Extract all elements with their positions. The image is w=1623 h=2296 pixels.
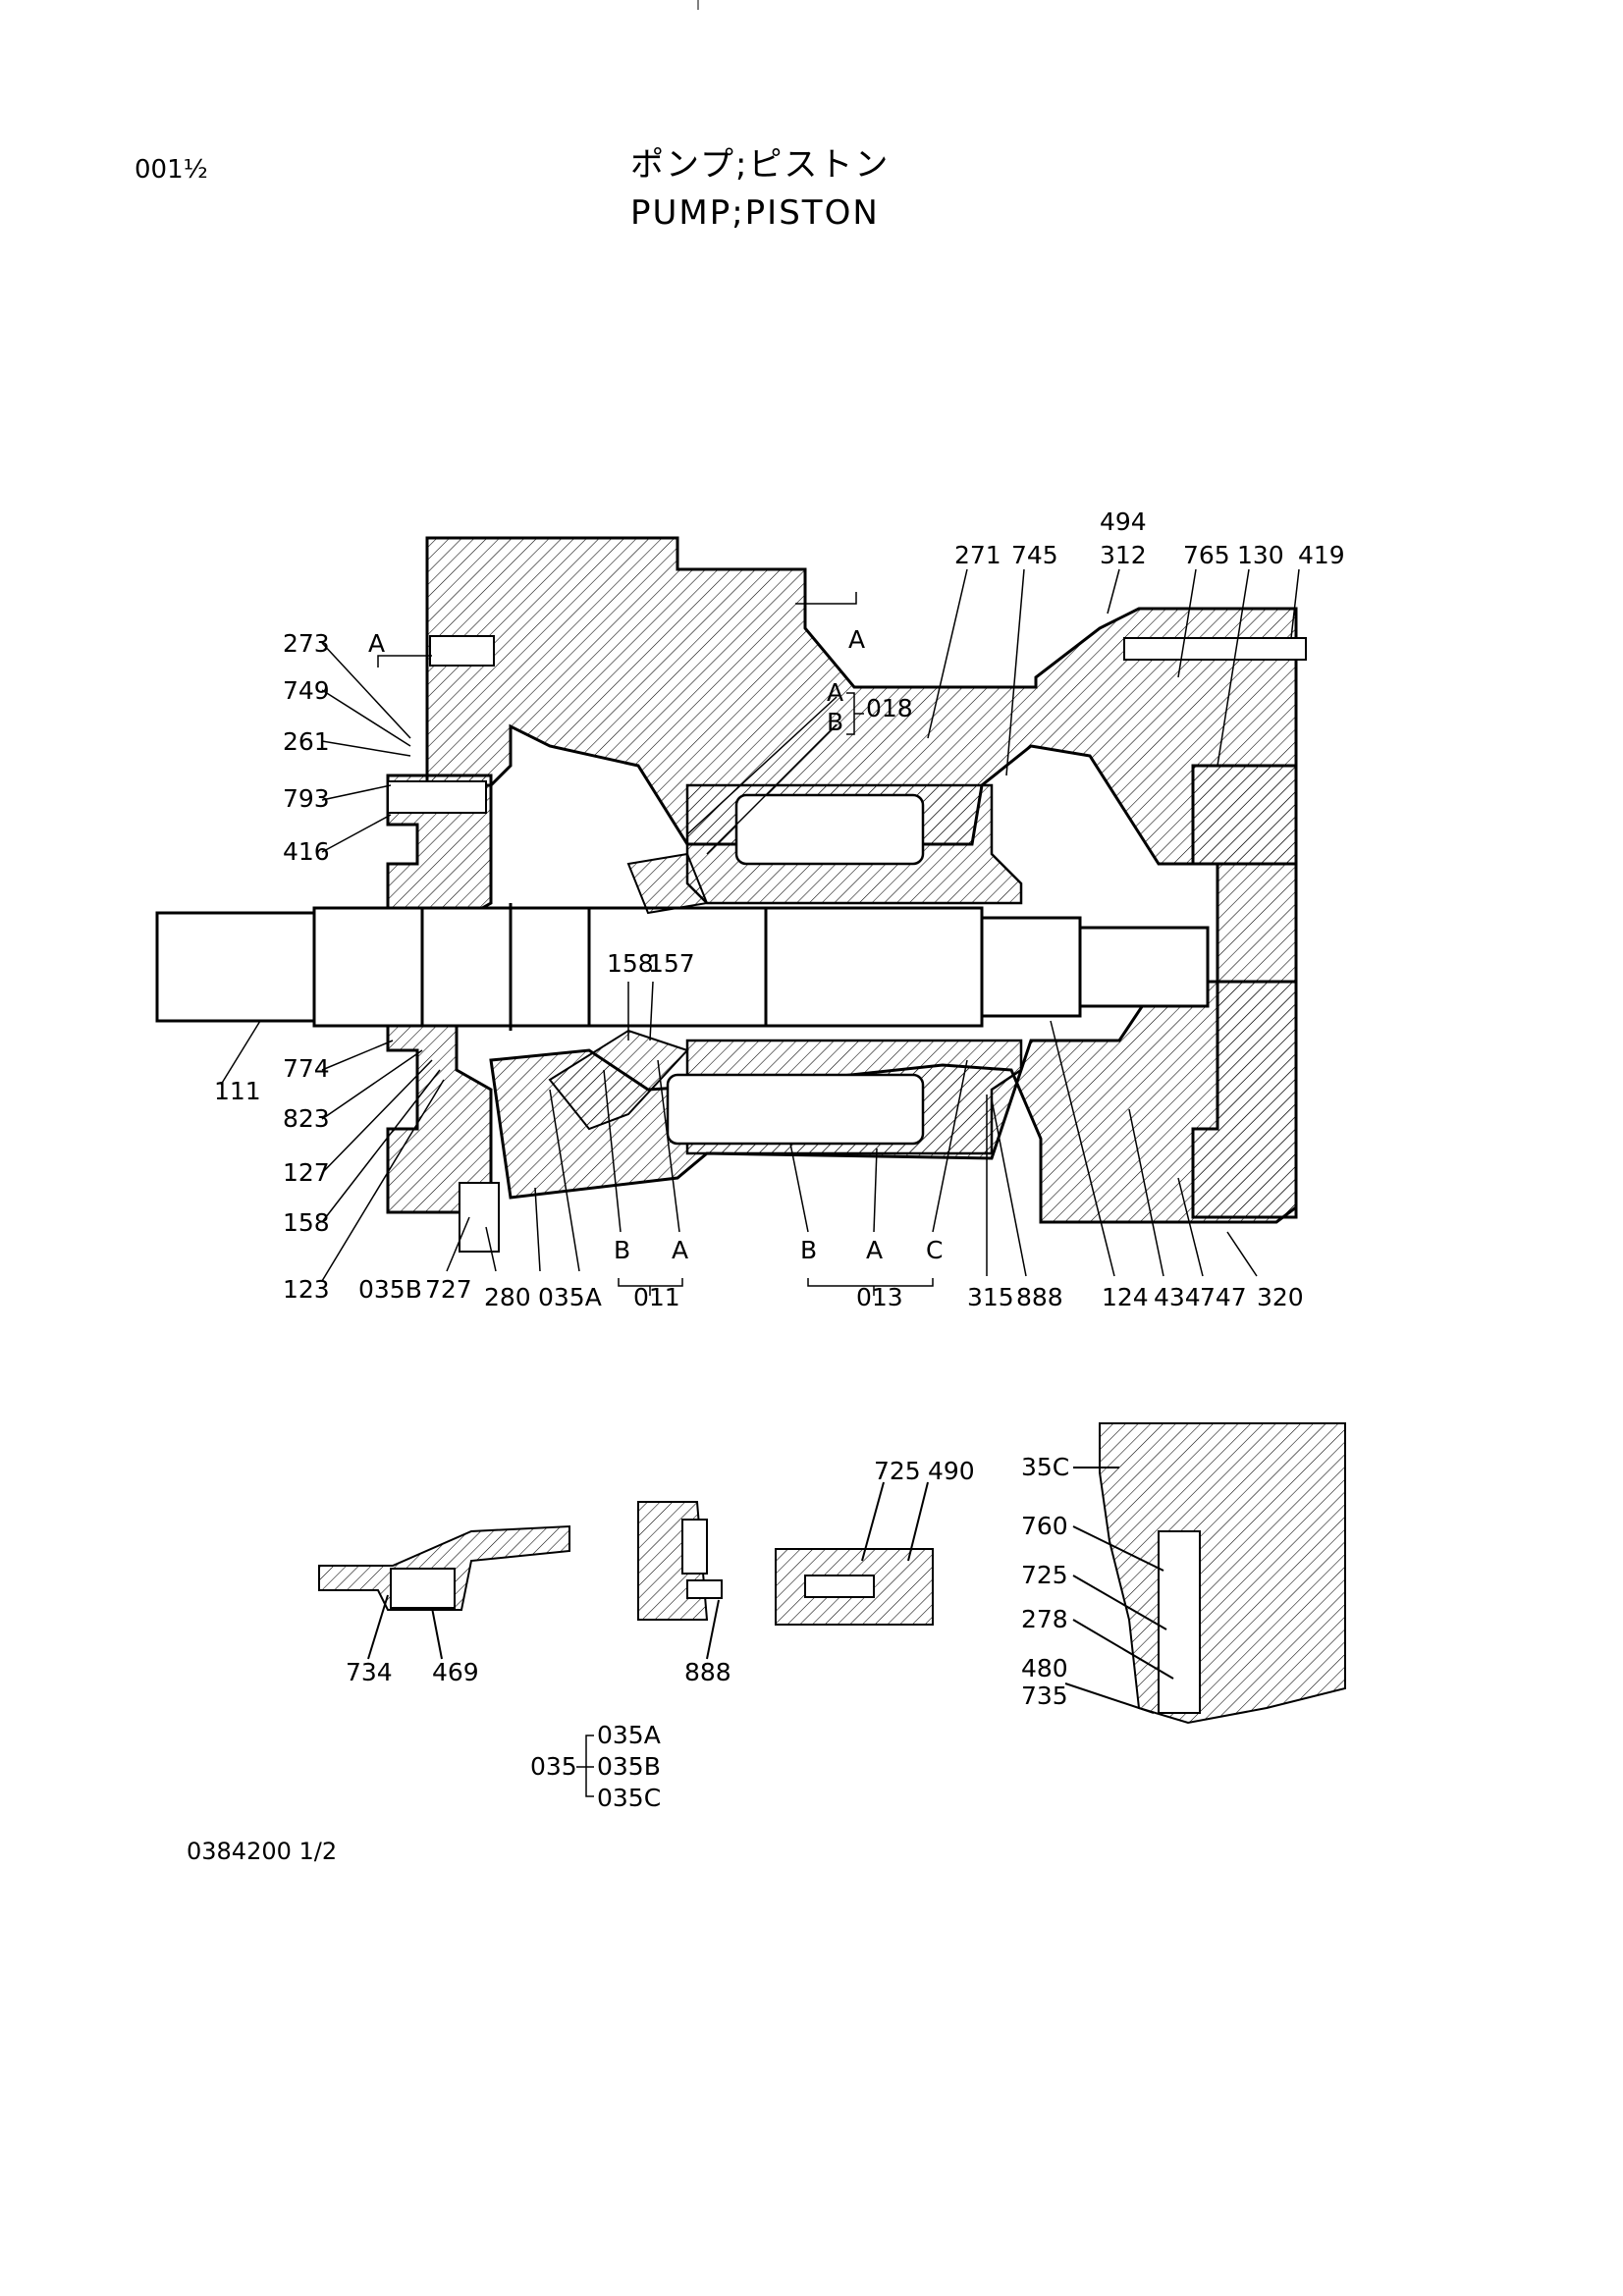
detail-725-a: 725 bbox=[874, 1457, 921, 1485]
callout-320: 320 bbox=[1257, 1283, 1304, 1311]
callout-035B: 035B bbox=[358, 1275, 422, 1304]
callout-035A: 035A bbox=[538, 1283, 602, 1311]
callout-315: 315 bbox=[967, 1283, 1014, 1311]
section-mark-a-011: A bbox=[672, 1236, 688, 1264]
detail-278: 278 bbox=[1021, 1605, 1068, 1633]
callout-745: 745 bbox=[1011, 541, 1058, 569]
callout-434: 434 bbox=[1154, 1283, 1201, 1311]
callout-130: 130 bbox=[1237, 541, 1284, 569]
page-number: 001½ bbox=[135, 155, 208, 185]
callout-261: 261 bbox=[283, 727, 330, 756]
callout-774: 774 bbox=[283, 1054, 330, 1083]
detail-725-b: 725 bbox=[1021, 1561, 1068, 1589]
drive-shaft bbox=[155, 903, 1210, 1031]
bolts bbox=[387, 635, 1307, 1253]
section-mark-a-013: A bbox=[866, 1236, 883, 1264]
callout-494: 494 bbox=[1100, 507, 1147, 536]
callout-273: 273 bbox=[283, 629, 330, 658]
detail-views bbox=[318, 1422, 1346, 1725]
section-mark-c-013: C bbox=[926, 1236, 943, 1264]
detail-735: 735 bbox=[1021, 1682, 1068, 1710]
callout-011: 011 bbox=[633, 1283, 680, 1311]
callout-823: 823 bbox=[283, 1104, 330, 1133]
section-mark-b-013: B bbox=[800, 1236, 817, 1264]
detail-760: 760 bbox=[1021, 1512, 1068, 1540]
section-mark-b-018: B bbox=[827, 708, 843, 736]
detail-35C: 35C bbox=[1021, 1453, 1069, 1481]
callout-158-inner: 158 bbox=[607, 949, 654, 978]
legend-child-035B: 035B bbox=[597, 1752, 661, 1781]
legend-parent: 035 bbox=[530, 1752, 577, 1781]
callout-127: 127 bbox=[283, 1158, 330, 1187]
title-japanese: ポンプ;ピストン bbox=[630, 145, 891, 185]
pump-housing bbox=[386, 536, 1298, 1224]
section-mark-b-011: B bbox=[614, 1236, 630, 1264]
callout-013: 013 bbox=[856, 1283, 903, 1311]
callout-271: 271 bbox=[954, 541, 1001, 569]
callout-747: 747 bbox=[1200, 1283, 1247, 1311]
callout-158: 158 bbox=[283, 1208, 330, 1237]
detail-734: 734 bbox=[346, 1658, 393, 1686]
callout-157: 157 bbox=[648, 949, 695, 978]
legend-bracket bbox=[576, 1735, 594, 1797]
callout-111: 111 bbox=[214, 1077, 261, 1105]
section-mark-a-left: A bbox=[368, 629, 385, 658]
section-mark-a-018: A bbox=[827, 678, 843, 707]
drawing-number: 0384200 1/2 bbox=[187, 1838, 338, 1865]
detail-888: 888 bbox=[684, 1658, 731, 1686]
pistons bbox=[666, 793, 925, 1146]
callout-312: 312 bbox=[1100, 541, 1147, 569]
callout-123: 123 bbox=[283, 1275, 330, 1304]
callout-018: 018 bbox=[866, 694, 913, 722]
callout-765: 765 bbox=[1183, 541, 1230, 569]
callout-888: 888 bbox=[1016, 1283, 1063, 1311]
legend-child-035C: 035C bbox=[597, 1784, 661, 1812]
callout-419: 419 bbox=[1298, 541, 1345, 569]
detail-469: 469 bbox=[432, 1658, 479, 1686]
callout-749: 749 bbox=[283, 676, 330, 705]
detail-490: 490 bbox=[928, 1457, 975, 1485]
callout-280: 280 bbox=[484, 1283, 531, 1311]
section-mark-a-right: A bbox=[848, 625, 865, 654]
callout-416: 416 bbox=[283, 837, 330, 866]
detail-480: 480 bbox=[1021, 1654, 1068, 1682]
leader-lines bbox=[220, 568, 1300, 1296]
callout-124: 124 bbox=[1102, 1283, 1149, 1311]
callout-727: 727 bbox=[425, 1275, 472, 1304]
callout-793: 793 bbox=[283, 784, 330, 813]
title-english: PUMP;PISTON bbox=[630, 193, 880, 233]
legend-child-035A: 035A bbox=[597, 1721, 661, 1749]
